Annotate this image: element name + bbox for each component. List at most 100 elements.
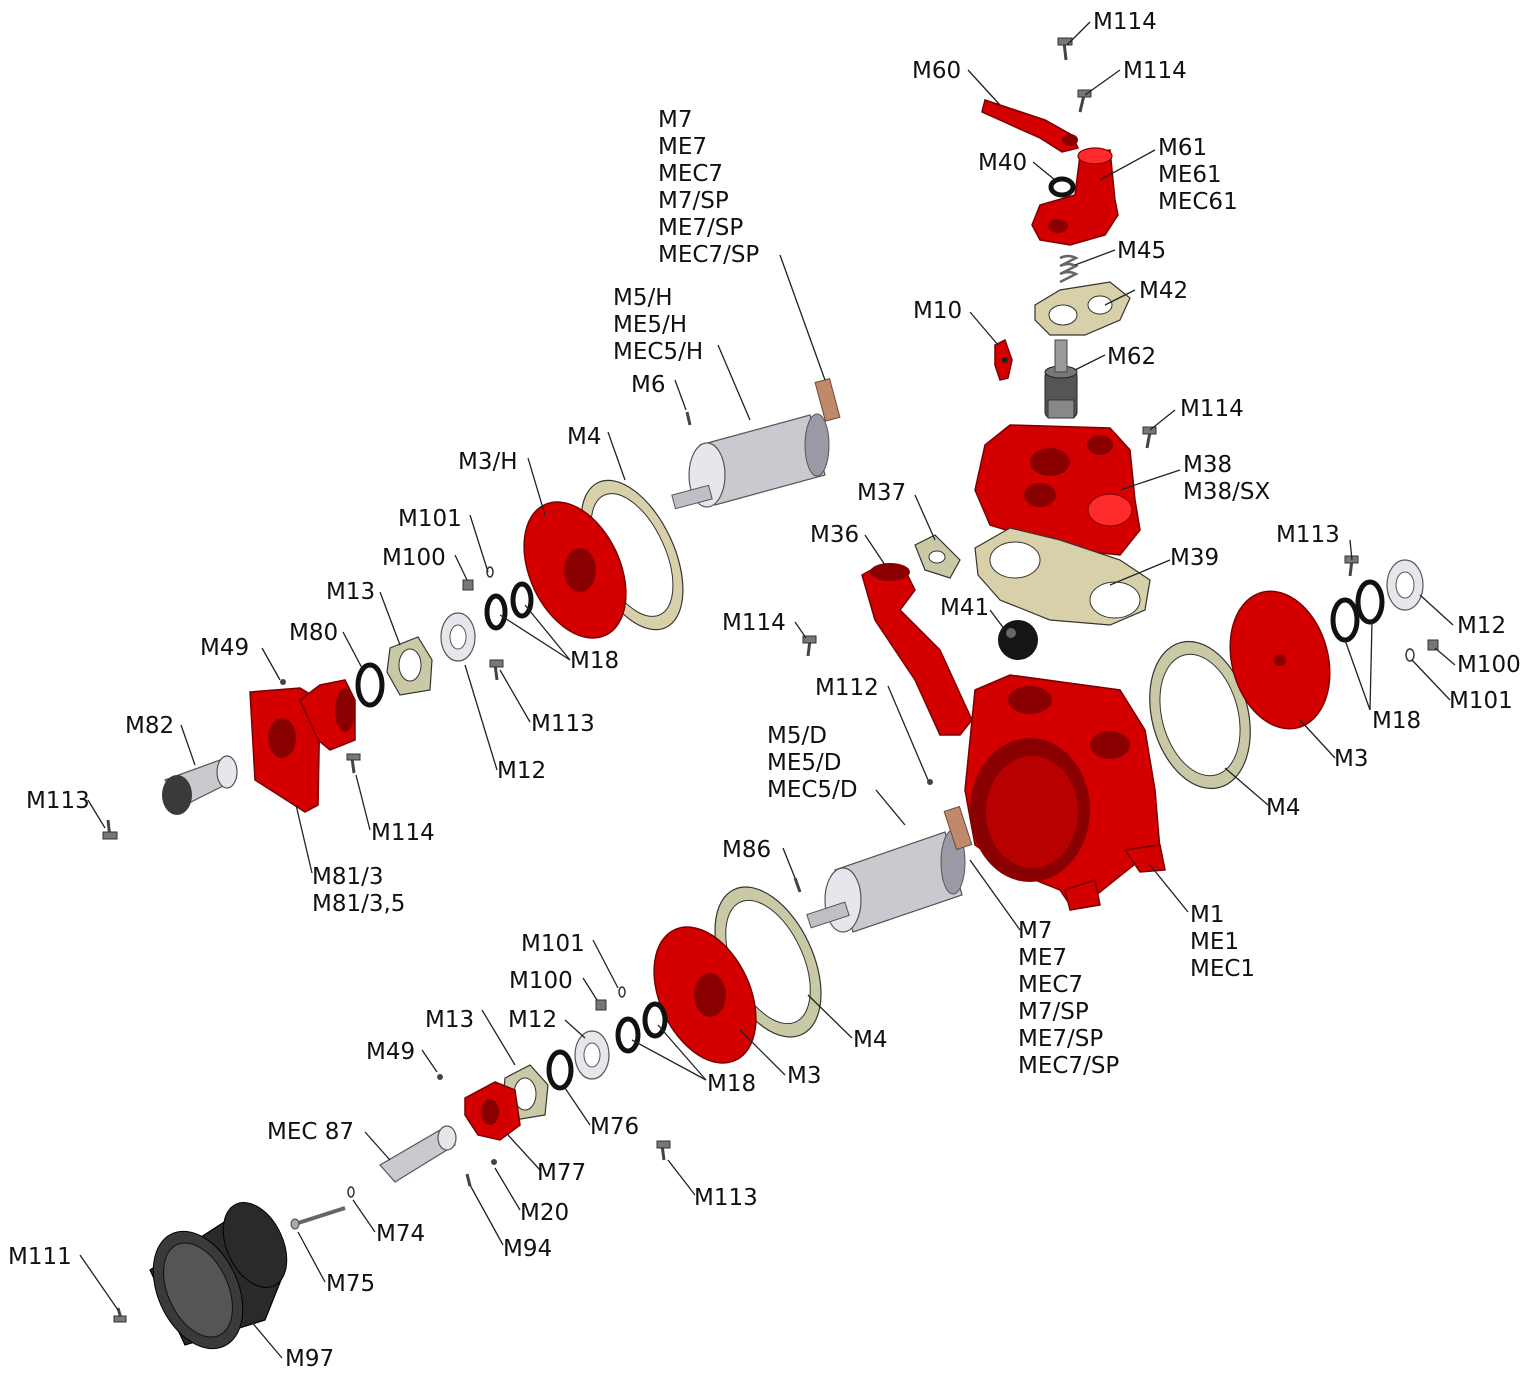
part-label: M18 (1372, 708, 1421, 734)
part-m60-lever (981, 99, 1080, 153)
part-m41-ball (998, 620, 1038, 660)
part-label: ME5/H (613, 312, 687, 338)
part-m86-pin (793, 877, 802, 893)
part-m5h-rotor (671, 377, 841, 510)
part-m12-bearing-right (1386, 559, 1424, 611)
part-label: M18 (570, 648, 619, 674)
part-label: M100 (382, 545, 446, 571)
part-label: M12 (497, 758, 546, 784)
part-m113-screw-upper (489, 659, 504, 681)
part-label: M114 (1180, 396, 1244, 422)
leader-lines (79, 21, 1456, 1359)
part-m112-pin (927, 779, 933, 785)
part-label: M4 (853, 1027, 887, 1053)
part-label: M42 (1139, 278, 1188, 304)
part-m76-oring (546, 1049, 574, 1091)
part-m10-plug (994, 338, 1013, 381)
part-label: MEC5/D (767, 777, 858, 803)
part-label: M81/3,5 (312, 891, 405, 917)
part-label: M60 (912, 58, 961, 84)
part-m114-top-screw (1057, 37, 1073, 61)
part-label: M113 (1276, 522, 1340, 548)
part-m3-end-cover-right (1229, 590, 1331, 730)
part-label: M114 (371, 820, 435, 846)
part-label: MEC7/SP (1018, 1053, 1119, 1079)
part-label: ME7 (1018, 945, 1067, 971)
part-label: M4 (1266, 795, 1300, 821)
part-label: M82 (125, 713, 174, 739)
part-m12-bearing-lower (574, 1030, 610, 1080)
part-label: M13 (425, 1007, 474, 1033)
part-label: M113 (531, 711, 595, 737)
part-label: ME1 (1190, 929, 1239, 955)
part-m114-screw-2 (1077, 89, 1092, 113)
part-label: M7 (658, 107, 692, 133)
part-label: M113 (26, 788, 90, 814)
part-label: M18 (707, 1071, 756, 1097)
part-label: M12 (1457, 613, 1506, 639)
part-label: M61 (1158, 135, 1207, 161)
part-m100-m101-upper (462, 566, 494, 591)
part-label: M37 (857, 480, 906, 506)
part-label: M3 (787, 1063, 821, 1089)
part-m114-screw-upper (346, 753, 361, 774)
part-label: M10 (913, 298, 962, 324)
part-label: M13 (326, 579, 375, 605)
part-label: ME5/D (767, 750, 841, 776)
part-label: M77 (537, 1160, 586, 1186)
part-m80-oring (355, 662, 385, 708)
part-m4-gasket-right (1149, 640, 1251, 790)
part-m75-rod (290, 1206, 346, 1230)
part-m18-orings-upper (484, 581, 534, 631)
part-label: M5/H (613, 285, 673, 311)
part-m37-gasket (914, 534, 961, 579)
part-label: M38 (1183, 452, 1232, 478)
part-label: M80 (289, 620, 338, 646)
part-m49-pin-lower (437, 1074, 443, 1080)
part-label: M39 (1170, 545, 1219, 571)
part-label: MEC7 (1018, 972, 1083, 998)
part-label: M114 (1093, 9, 1157, 35)
part-label: M41 (940, 595, 989, 621)
part-m100-m101-right (1405, 639, 1439, 662)
part-m74-ring (347, 1186, 355, 1198)
part-label: M49 (366, 1039, 415, 1065)
part-label: M1 (1190, 902, 1224, 928)
part-label: M6 (631, 372, 665, 398)
part-label: MEC 87 (267, 1119, 354, 1145)
part-label: MEC7 (658, 161, 723, 187)
part-m82-coupling (162, 755, 238, 815)
part-m1-pump-body (964, 674, 1166, 911)
part-label: ME61 (1158, 162, 1222, 188)
part-m6-pin (685, 411, 692, 426)
part-label: M101 (398, 506, 462, 532)
part-m114-screw-4 (802, 635, 817, 657)
part-label: M40 (978, 150, 1027, 176)
part-m61-valve-body (1031, 147, 1119, 246)
part-label: M75 (326, 1271, 375, 1297)
part-label: M7 (1018, 918, 1052, 944)
part-m62-cartridge (1044, 339, 1078, 419)
part-m114-screw-3 (1142, 426, 1157, 449)
part-m18-orings-lower (615, 1001, 668, 1054)
part-label: M38/SX (1183, 479, 1270, 505)
part-label: ME7 (658, 134, 707, 160)
part-label: M76 (590, 1114, 639, 1140)
part-m113-screw-lower (656, 1140, 671, 1161)
part-label: M3/H (458, 449, 518, 475)
part-label: M100 (509, 968, 573, 994)
part-label: M81/3 (312, 864, 384, 890)
part-m81-flange-housing (249, 679, 356, 813)
part-label: MEC1 (1190, 956, 1255, 982)
part-label: M97 (285, 1346, 334, 1372)
part-label: ME7/SP (1018, 1026, 1103, 1052)
part-m3h-cover (523, 501, 627, 639)
part-label: M74 (376, 1221, 425, 1247)
part-m113-screw-left (102, 819, 118, 840)
part-m20-pin (491, 1159, 497, 1165)
part-m5d-rotor (806, 805, 973, 933)
part-mec87-shaft (379, 1125, 457, 1183)
part-label: M7/SP (658, 188, 729, 214)
part-label: M112 (815, 675, 879, 701)
